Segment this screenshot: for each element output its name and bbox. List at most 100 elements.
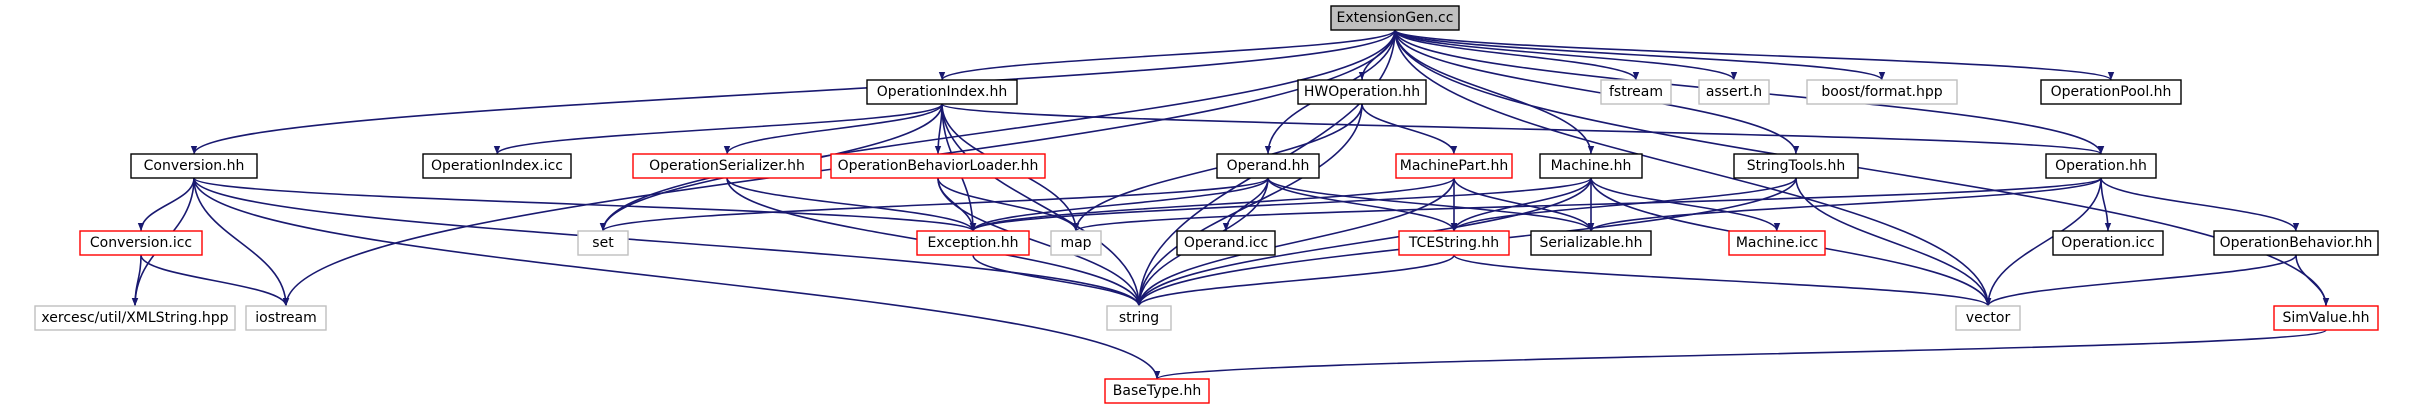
node-operationindexicc[interactable]: OperationIndex.icc: [422, 153, 572, 179]
node-label-operationindexicc: OperationIndex.icc: [431, 158, 563, 174]
edge-extensiongen-to-simvalue: [1394, 29, 2330, 307]
edge-operand-to-set: [600, 177, 1269, 232]
node-machinepart[interactable]: MachinePart.hh: [1395, 153, 1513, 179]
node-label-hwoperation: HWOperation.hh: [1304, 84, 1420, 100]
node-operationbehaviorloader[interactable]: OperationBehaviorLoader.hh: [830, 153, 1046, 179]
node-exception[interactable]: Exception.hh: [916, 230, 1030, 256]
edge-extensiongen-to-set: [599, 29, 1396, 232]
node-box-serializable[interactable]: [1530, 230, 1652, 256]
node-box-operationindex[interactable]: [866, 79, 1018, 105]
node-box-tcestring[interactable]: [1398, 230, 1510, 256]
edge-operationindex-to-operationserializer: [723, 103, 943, 155]
node-label-operationpool: OperationPool.hh: [2051, 84, 2172, 100]
node-box-exception[interactable]: [916, 230, 1030, 256]
node-label-iostream: iostream: [255, 310, 317, 326]
edge-conversion-to-iostream: [193, 177, 290, 307]
node-operation[interactable]: Operation.hh: [2045, 153, 2157, 179]
node-box-operationserializer[interactable]: [632, 153, 822, 179]
node-box-machineicc[interactable]: [1728, 230, 1826, 256]
edge-conversion-to-exception: [193, 177, 976, 232]
node-stringtools[interactable]: StringTools.hh: [1733, 153, 1859, 179]
edge-stringtools-to-tcestring: [1450, 177, 1797, 232]
edge-operationbehavior-to-simvalue: [2295, 254, 2330, 307]
node-box-operation[interactable]: [2045, 153, 2157, 179]
edge-operationbehavior-to-vector: [1984, 254, 2297, 307]
node-box-assert: [1698, 79, 1770, 105]
edge-machine-to-tcestring: [1450, 177, 1592, 232]
node-machine[interactable]: Machine.hh: [1539, 153, 1643, 179]
edge-extensiongen-to-fstream: [1394, 29, 1640, 81]
node-box-set: [577, 230, 629, 256]
node-box-simvalue[interactable]: [2273, 305, 2379, 331]
node-serializable[interactable]: Serializable.hh: [1530, 230, 1652, 256]
node-operationbehavior[interactable]: OperationBehavior.hh: [2213, 230, 2379, 256]
edge-tcestring-to-string: [1135, 254, 1455, 307]
node-label-machineicc: Machine.icc: [1736, 235, 1818, 251]
edge-operand-to-tcestring: [1267, 177, 1458, 232]
node-machineicc[interactable]: Machine.icc: [1728, 230, 1826, 256]
node-conversionicc[interactable]: Conversion.icc: [79, 230, 203, 256]
node-box-xmlstring: [34, 305, 236, 331]
node-label-conversionicc: Conversion.icc: [90, 235, 192, 251]
node-tcestring[interactable]: TCEString.hh: [1398, 230, 1510, 256]
node-operationserializer[interactable]: OperationSerializer.hh: [632, 153, 822, 179]
node-operationpool[interactable]: OperationPool.hh: [2040, 79, 2182, 105]
edge-simvalue-to-basetype: [1154, 329, 2327, 380]
edge-operand-to-operandicc: [1222, 177, 1269, 232]
node-basetype[interactable]: BaseType.hh: [1104, 378, 1210, 404]
node-box-machine[interactable]: [1539, 153, 1643, 179]
node-box-operationbehavior[interactable]: [2213, 230, 2379, 256]
edge-extensiongen-to-conversion: [190, 29, 1396, 155]
node-box-map: [1050, 230, 1102, 256]
node-label-conversion: Conversion.hh: [144, 158, 245, 174]
node-label-operationindex: OperationIndex.hh: [877, 84, 1007, 100]
node-box-conversion[interactable]: [130, 153, 258, 179]
node-box-iostream: [245, 305, 327, 331]
edge-operation-to-operationbehavior: [2100, 177, 2300, 232]
node-operandicc[interactable]: Operand.icc: [1176, 230, 1276, 256]
node-box-hwoperation[interactable]: [1297, 79, 1427, 105]
node-vector: vector: [1955, 305, 2021, 331]
node-box-stringtools[interactable]: [1733, 153, 1859, 179]
node-label-operationicc: Operation.icc: [2061, 235, 2154, 251]
node-box-operationicc[interactable]: [2052, 230, 2164, 256]
node-box-extensiongen[interactable]: [1330, 5, 1460, 31]
node-label-set: set: [592, 235, 614, 251]
node-box-boostformat: [1806, 79, 1958, 105]
node-conversion[interactable]: Conversion.hh: [130, 153, 258, 179]
node-hwoperation[interactable]: HWOperation.hh: [1297, 79, 1427, 105]
node-xmlstring: xercesc/util/XMLString.hpp: [34, 305, 236, 331]
node-simvalue[interactable]: SimValue.hh: [2273, 305, 2379, 331]
node-box-operationbehaviorloader[interactable]: [830, 153, 1046, 179]
node-box-operand[interactable]: [1216, 153, 1320, 179]
node-label-fstream: fstream: [1609, 84, 1663, 100]
node-operand[interactable]: Operand.hh: [1216, 153, 1320, 179]
edge-extensiongen-to-stringtools: [1394, 29, 1800, 155]
node-label-serializable: Serializable.hh: [1539, 235, 1642, 251]
node-iostream: iostream: [245, 305, 327, 331]
node-map: map: [1050, 230, 1102, 256]
node-operationicc[interactable]: Operation.icc: [2052, 230, 2164, 256]
node-label-string: string: [1119, 310, 1159, 326]
edge-extensiongen-to-operationpool: [1394, 29, 2114, 81]
edge-machine-to-exception: [970, 177, 1592, 232]
node-label-assert: assert.h: [1706, 84, 1762, 100]
node-label-operandicc: Operand.icc: [1184, 235, 1268, 251]
node-set: set: [577, 230, 629, 256]
node-box-operationpool[interactable]: [2040, 79, 2182, 105]
node-label-tcestring: TCEString.hh: [1408, 235, 1499, 251]
node-box-machinepart[interactable]: [1395, 153, 1513, 179]
edge-extensiongen-to-assert: [1394, 29, 1738, 81]
node-assert: assert.h: [1698, 79, 1770, 105]
node-box-conversionicc[interactable]: [79, 230, 203, 256]
node-box-operationindexicc[interactable]: [422, 153, 572, 179]
node-boostformat: boost/format.hpp: [1806, 79, 1958, 105]
node-operationindex[interactable]: OperationIndex.hh: [866, 79, 1018, 105]
node-box-basetype[interactable]: [1104, 378, 1210, 404]
edge-extensiongen-to-boostformat: [1394, 29, 1886, 81]
node-label-operationserializer: OperationSerializer.hh: [649, 158, 805, 174]
node-box-operandicc[interactable]: [1176, 230, 1276, 256]
edge-operationindex-to-operationindexicc: [493, 103, 943, 155]
node-extensiongen[interactable]: ExtensionGen.cc: [1330, 5, 1460, 31]
